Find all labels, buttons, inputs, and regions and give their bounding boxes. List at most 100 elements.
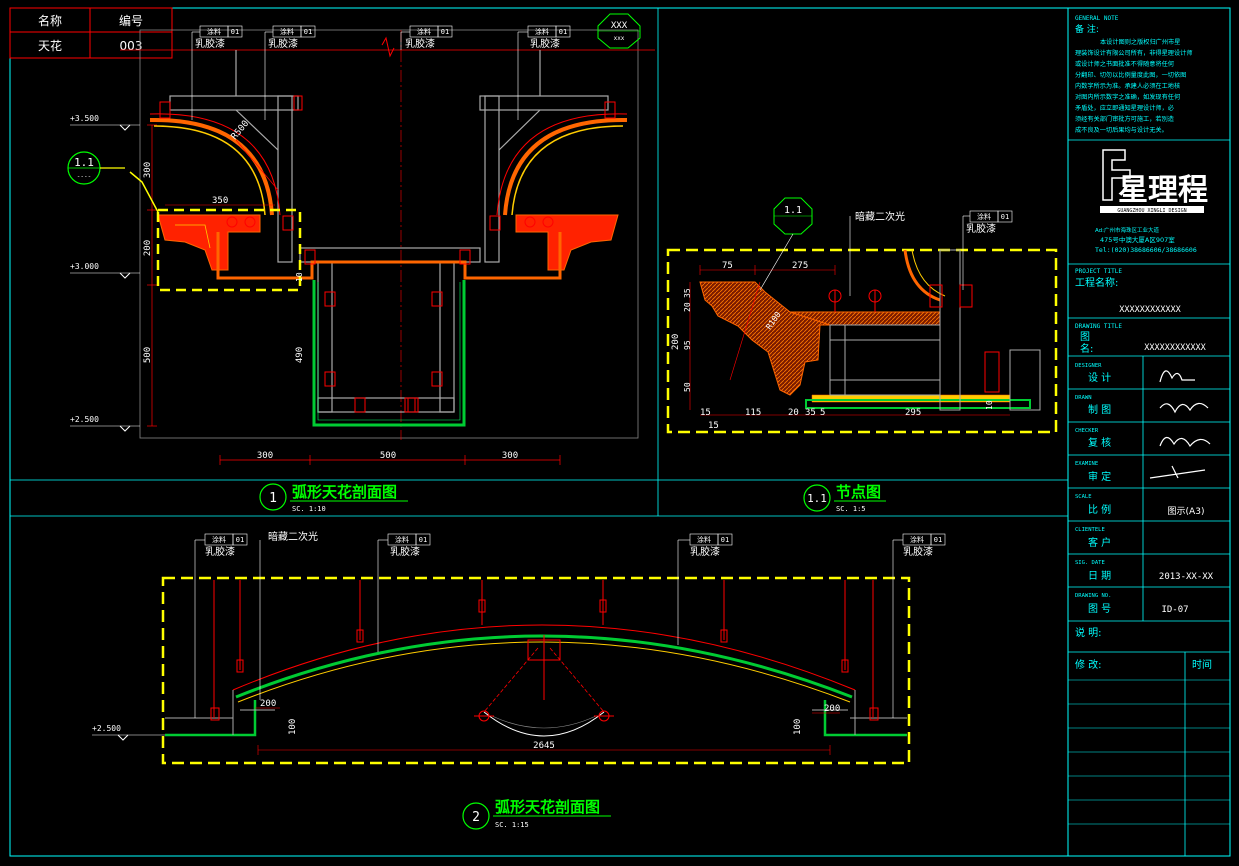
dim-20: 20 [683, 302, 692, 312]
svg-text:本设计图则之版权归广州市星: 本设计图则之版权归广州市星 [1100, 38, 1180, 46]
green-box [312, 280, 466, 427]
dim-200: 200 [671, 334, 681, 350]
svg-text:内数字所示为准。承建人必须在工地核: 内数字所示为准。承建人必须在工地核 [1075, 82, 1180, 90]
section-1-drawing: +3.500 +3.000 +2.500 300 200 500 300 [67, 13, 655, 465]
svg-text:XXX: XXX [611, 21, 628, 31]
dim-b15-lower: 15 [708, 421, 719, 431]
svg-text:节点图: 节点图 [836, 483, 881, 501]
drawing-title-cn2: 名: [1080, 342, 1093, 355]
chandelier [474, 635, 614, 737]
tags-section-1: 涂料 01 乳胶漆 涂料 01 乳胶漆 涂料 01 乳胶漆 [191, 25, 571, 120]
svg-text:乳胶漆: 乳胶漆 [205, 545, 235, 558]
note-lines: 本设计图则之版权归广州市星 理装饰设计有限公司所有，非得星理设计师 或设计师之书… [1075, 38, 1193, 134]
company-address: Ad:广州市海珠区工业大道 [1095, 226, 1160, 234]
table-cell-number: 003 [120, 39, 143, 53]
dim-bottom-500: 500 [380, 451, 396, 461]
svg-text:涂料: 涂料 [977, 212, 991, 221]
table-header-name: 名称 [38, 13, 62, 28]
detail-callout-box [156, 208, 302, 292]
svg-text:涂料: 涂料 [697, 535, 711, 544]
section-11-drawing: 75 275 20 35 95 200 50 R100 15 115 20 35… [666, 197, 1058, 434]
svg-text:涂料: 涂料 [417, 27, 431, 36]
svg-text:理装饰设计有限公司所有，非得星理设计师: 理装饰设计有限公司所有，非得星理设计师 [1075, 49, 1193, 57]
row-scale-cn: 比 例 [1088, 503, 1111, 516]
row-client-en: CLIENTELE [1075, 527, 1105, 533]
logo-text: 星理程 [1118, 173, 1208, 208]
row-drawingno-en: DRAWING NO. [1075, 593, 1111, 599]
svg-text:xxx: xxx [614, 35, 625, 42]
dim-95: 95 [683, 340, 692, 350]
dim-bottom-300b: 300 [502, 451, 518, 461]
svg-text:SC. 1:5: SC. 1:5 [836, 505, 866, 513]
svg-text:SC. 1:15: SC. 1:15 [495, 821, 529, 829]
general-note-cn: 备 注: [1075, 23, 1099, 35]
dim-275: 275 [792, 261, 808, 271]
drawing-title-en: DRAWING TITLE [1075, 323, 1122, 330]
svg-text:01: 01 [721, 536, 729, 544]
svg-text:分翻印、切勿以比例量度此图，一切依图: 分翻印、切勿以比例量度此图，一切依图 [1075, 71, 1186, 79]
dim-r500: R500 [230, 119, 252, 142]
dim-left-300: 300 [143, 162, 153, 178]
company-address-2: 475号中澳大厦A区907室 [1100, 235, 1175, 244]
svg-text:----: ---- [77, 173, 91, 180]
dim-350: 350 [212, 196, 228, 206]
curved-ceiling [149, 113, 628, 216]
row-drawn-cn: 制 图 [1088, 403, 1111, 416]
row-designer-en: DESIGNER [1075, 363, 1102, 369]
left-dimensions [147, 124, 157, 427]
svg-text:乳胶漆: 乳胶漆 [268, 37, 298, 50]
row-date-value: 2013-XX-XX [1159, 572, 1214, 582]
row-scale-value: 图示(A3) [1168, 506, 1205, 517]
project-title-cn: 工程名称: [1075, 276, 1118, 289]
row-checker-cn: 复 核 [1088, 436, 1111, 449]
row-drawingno-value: ID-07 [1161, 605, 1188, 615]
dim-35: 35 [683, 288, 692, 298]
dim-b115: 115 [745, 408, 761, 418]
table-cell-name: 天花 [38, 38, 62, 53]
dim-200b: 200 [824, 704, 840, 714]
project-value: XXXXXXXXXXXX [1119, 305, 1181, 315]
svg-text:1.1: 1.1 [784, 205, 802, 216]
svg-text:涂料: 涂料 [910, 535, 924, 544]
project-title-en: PROJECT TITLE [1075, 268, 1122, 275]
xxx-octagon: XXX xxx [597, 13, 641, 49]
svg-text:乳胶漆: 乳胶漆 [195, 37, 225, 50]
title-block: GENERAL NOTE 备 注: 本设计图则之版权归广州市星 理装饰设计有限公… [1068, 15, 1230, 856]
tags-section-2: 涂料 01 乳胶漆 暗藏二次光 涂料 01 乳胶漆 [194, 530, 946, 718]
callout-octagon-11: 1.1 [759, 197, 813, 291]
section-1-title: 1 弧形天花剖面图 SC. 1:10 [259, 483, 408, 513]
general-note-en: GENERAL NOTE [1075, 15, 1119, 22]
svg-text:2: 2 [472, 810, 480, 825]
row-client-cn: 客 户 [1088, 536, 1111, 549]
dim-d10: 10 [985, 400, 994, 410]
svg-text:弧形天花剖面图: 弧形天花剖面图 [495, 798, 600, 816]
svg-text:乳胶漆: 乳胶漆 [405, 37, 435, 50]
company-tel: Tel:(020)38686606/38686606 [1095, 246, 1197, 254]
callout-1-1: 1.1 ---- [67, 151, 125, 185]
dim-50: 50 [683, 382, 692, 392]
table-header-number: 编号 [119, 13, 143, 28]
dim-b5: 5 [820, 408, 825, 418]
dim-75: 75 [722, 261, 733, 271]
top-table: 名称 编号 天花 003 [9, 7, 173, 59]
svg-text:乳胶漆: 乳胶漆 [530, 37, 560, 50]
dim-490: 490 [295, 347, 305, 363]
row-date-cn: 日 期 [1088, 570, 1111, 582]
svg-text:01: 01 [231, 28, 239, 36]
dim-b15: 15 [700, 408, 711, 418]
row-examine-cn: 审 定 [1088, 470, 1111, 483]
section-11-title: 1.1 节点图 SC. 1:5 [803, 483, 886, 513]
svg-text:乳胶漆: 乳胶漆 [903, 545, 933, 558]
section-2-drawing: 200 200 100 100 2645 +2.500 涂料 01 乳胶漆 暗藏… [92, 530, 946, 765]
dim-100a: 100 [288, 719, 298, 735]
dim-bottom-300a: 300 [257, 451, 273, 461]
svg-text:成不良及一切后果均与设计无关。: 成不良及一切后果均与设计无关。 [1075, 126, 1168, 134]
svg-text:01: 01 [441, 28, 449, 36]
sheet-frame [9, 7, 1231, 857]
svg-text:乳胶漆: 乳胶漆 [390, 545, 420, 558]
dim-200a: 200 [260, 699, 276, 709]
row-checker-en: CHECKER [1075, 428, 1099, 434]
row-scale-en: SCALE [1075, 494, 1092, 500]
cornice-left [157, 214, 261, 271]
svg-text:或设计师之书面批准不得随意将任何: 或设计师之书面批准不得随意将任何 [1075, 60, 1174, 68]
